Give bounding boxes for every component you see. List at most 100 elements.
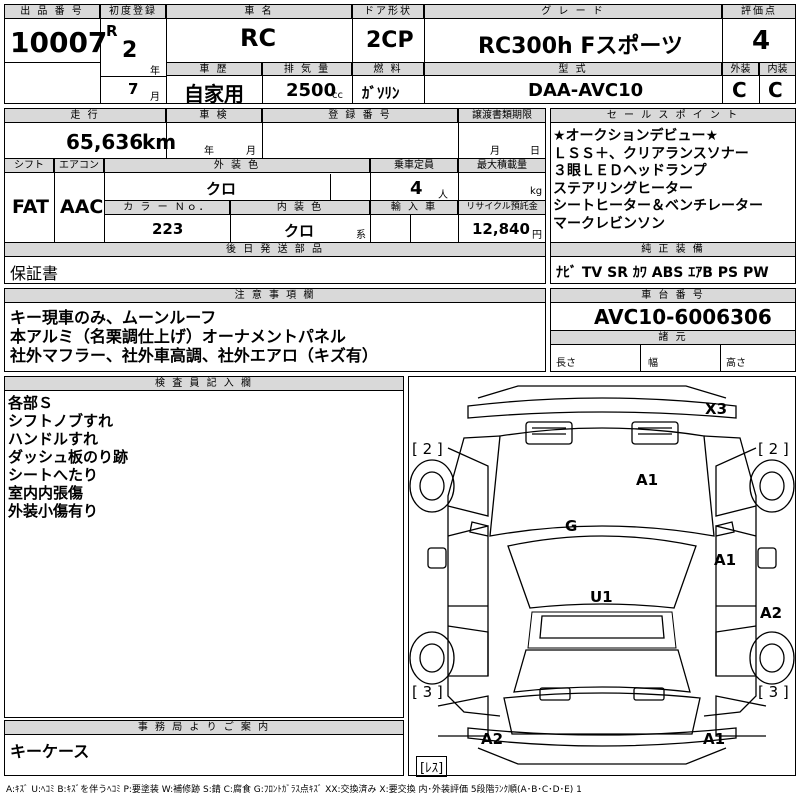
sales-point-4: シートヒーター＆ベンチレーター <box>553 198 763 214</box>
year-unit: 年 <box>150 66 160 77</box>
legend: A:ｷｽﾞ U:ﾍｺﾐ B:ｷｽﾞを伴うﾍｺﾐ P:要塗装 W:補修跡 S:錆 … <box>6 785 582 795</box>
month-unit: 月 <box>150 92 160 103</box>
capacity-unit: 人 <box>438 190 448 201</box>
mileage-unit: km <box>142 130 177 154</box>
car-diagram-block <box>408 376 796 776</box>
mark-right-a1: A1 <box>714 551 737 569</box>
mark-hood-a1: A1 <box>636 471 659 489</box>
load-label: 最大積載量 <box>458 158 546 173</box>
car-diagram <box>409 385 795 765</box>
office-value: キーケース <box>10 742 90 761</box>
lot-no: 10007 <box>10 26 108 59</box>
dims-label: 諸 元 <box>550 330 796 345</box>
exterior-label: 外装 <box>722 62 759 76</box>
note-line-1: 本アルミ（名栗調仕上げ）オーナメントパネル <box>10 327 346 346</box>
load-unit: kg <box>530 186 543 197</box>
recycle-unit: 円 <box>532 230 542 241</box>
grade: RC300h Fスポーツ <box>478 34 683 59</box>
name-label: 車 名 <box>166 4 352 19</box>
color-label: 外 装 色 <box>104 158 370 173</box>
fuel: ｶﾞｿﾘﾝ <box>362 84 400 102</box>
model-label: 型 式 <box>424 62 722 76</box>
import-label: 輸 入 車 <box>370 200 458 215</box>
model: DAA-AVC10 <box>528 80 644 101</box>
mileage: 65,636 <box>66 130 144 154</box>
mark-res: [ﾚｽ] <box>416 756 448 777</box>
sales-point-2: ３眼ＬＥＤヘッドランプ <box>553 163 707 179</box>
mark-glass-g: G <box>565 517 578 535</box>
office-label: 事 務 局 よ り ご 案 内 <box>4 720 404 735</box>
grade-label: グ レ ー ド <box>424 4 722 19</box>
car-name: RC <box>240 24 277 52</box>
mark-front-right: [ 2 ] <box>758 440 789 458</box>
sales-point-0: ★オークションデビュー★ <box>553 128 719 144</box>
note-line-2: 社外マフラー、社外車高調、社外エアロ（キズ有） <box>10 346 378 365</box>
int-color-unit: 系 <box>356 230 366 241</box>
displacement-unit: cc <box>332 90 343 101</box>
transfer-day-unit: 日 <box>530 146 540 157</box>
height-label: 高さ <box>726 358 746 369</box>
sales-points-label: セ ー ル ス ポ イ ン ト <box>550 108 796 123</box>
shift-label: シフト <box>4 158 54 173</box>
inspector-label: 検 査 員 記 入 欄 <box>4 376 404 391</box>
inspection-year-unit: 年 <box>204 146 214 157</box>
later-parts: 保証書 <box>10 264 59 283</box>
exterior-grade: C <box>732 78 747 102</box>
later-parts-label: 後 日 発 送 部 品 <box>4 242 546 257</box>
mark-roof-u1: U1 <box>590 588 613 606</box>
ac: AAC <box>60 196 104 218</box>
score: 4 <box>752 26 771 56</box>
era: R <box>106 22 118 40</box>
mark-rear-right: [ 3 ] <box>758 683 789 701</box>
mileage-label: 走 行 <box>4 108 166 123</box>
first-reg-label: 初度登録 <box>100 4 166 19</box>
length-label: 長さ <box>556 358 576 369</box>
equipment: ﾅﾋﾞ TV SR ｶﾜ ABS ｴｱB PS PW <box>556 265 769 281</box>
inspector-line-4: シートへたり <box>8 466 99 484</box>
mark-front-left: [ 2 ] <box>412 440 443 458</box>
chassis-no: AVC10-6006306 <box>594 305 772 329</box>
sales-point-1: ＬＳＳ＋、クリアランスソナー <box>553 145 749 162</box>
header-block <box>4 4 796 104</box>
doors: 2CP <box>366 28 414 53</box>
inspection-month-unit: 月 <box>246 146 256 157</box>
mark-rear-a2: A2 <box>481 730 504 748</box>
interior-label: 内装 <box>759 62 796 76</box>
notes-label: 注 意 事 項 欄 <box>4 288 546 303</box>
color-no: 223 <box>152 220 184 238</box>
reg-month: 7 <box>128 80 139 98</box>
transfer-label: 譲渡書類期限 <box>458 108 546 123</box>
color: クロ <box>206 180 237 198</box>
doors-label: ドア形状 <box>352 4 424 19</box>
history: 自家用 <box>184 82 244 106</box>
inspector-block <box>4 376 404 718</box>
interior-grade: C <box>768 78 783 102</box>
mark-x3: X3 <box>705 400 728 418</box>
mark-rear-left: [ 3 ] <box>412 683 443 701</box>
inspector-line-6: 外装小傷有り <box>8 502 99 520</box>
equipment-label: 純 正 装 備 <box>550 242 796 257</box>
note-line-0: キー現車のみ、ムーンルーフ <box>10 308 217 327</box>
reg-no-label: 登 録 番 号 <box>262 108 458 123</box>
mark-rear-a1: A1 <box>703 730 726 748</box>
color-no-label: カ ラ ー Ｎｏ． <box>104 200 230 215</box>
int-color: クロ <box>284 222 315 240</box>
mark-right-a2: A2 <box>760 604 783 622</box>
recycle: 12,840 <box>472 220 530 238</box>
notes-list: キー現車のみ、ムーンルーフ本アルミ（名栗調仕上げ）オーナメントパネル社外マフラー… <box>10 308 378 365</box>
inspector-line-5: 室内内張傷 <box>8 484 84 502</box>
chassis-label: 車 台 番 号 <box>550 288 796 303</box>
displacement-label: 排 気 量 <box>262 62 352 76</box>
lot-no-label: 出 品 番 号 <box>4 4 100 19</box>
fuel-label: 燃 料 <box>352 62 424 76</box>
inspector-line-3: ダッシュ板のり跡 <box>8 448 129 466</box>
capacity-label: 乗車定員 <box>370 158 458 173</box>
capacity: 4 <box>410 178 423 199</box>
sales-point-5: マークレビンソン <box>553 215 665 232</box>
history-label: 車 歴 <box>166 62 262 76</box>
inspector-line-1: シフトノブすれ <box>8 412 114 430</box>
displacement: 2500 <box>286 80 337 101</box>
int-color-label: 内 装 色 <box>230 200 370 215</box>
